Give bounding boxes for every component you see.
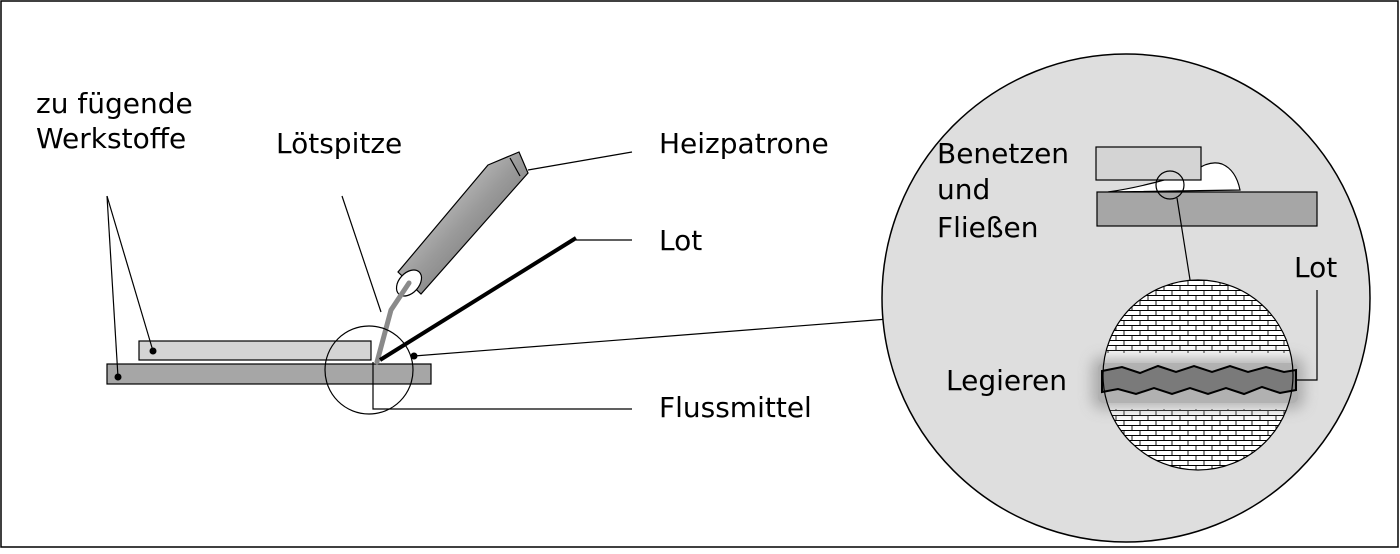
solder-wire	[378, 236, 578, 362]
base-plate	[106, 363, 432, 385]
materials-dot-base	[114, 373, 122, 381]
wetting-label-line1: Benetzen	[937, 137, 1069, 170]
materials-label-line1: zu fügende	[36, 87, 193, 120]
wetting-illustration	[1095, 146, 1318, 287]
wetting-label-line2: und	[937, 173, 990, 206]
tip-label: Lötspitze	[276, 127, 402, 160]
materials-dot-top	[149, 347, 157, 355]
materials-label-line2: Werkstoffe	[36, 122, 186, 155]
flux-leader-line	[372, 362, 632, 410]
solder-label: Lot	[659, 224, 702, 257]
zoom-leader-line	[413, 318, 889, 357]
tip-leader-line	[341, 195, 382, 313]
top-plate	[138, 340, 372, 361]
flux-label: Flussmittel	[659, 391, 812, 424]
materials-leader-lines	[106, 195, 154, 378]
alloying-label: Legieren	[946, 364, 1067, 397]
heater-label: Heizpatrone	[659, 127, 829, 160]
zoom-leader-dot	[410, 352, 418, 360]
alloy-zoom	[1092, 279, 1318, 471]
magnified-view	[881, 53, 1371, 543]
detail-circle	[324, 325, 414, 415]
zoom-solder-label: Lot	[1294, 251, 1337, 284]
wetting-label-line3: Fließen	[937, 211, 1039, 244]
soldering-tip	[374, 280, 412, 365]
heater-leader-line	[527, 151, 633, 171]
